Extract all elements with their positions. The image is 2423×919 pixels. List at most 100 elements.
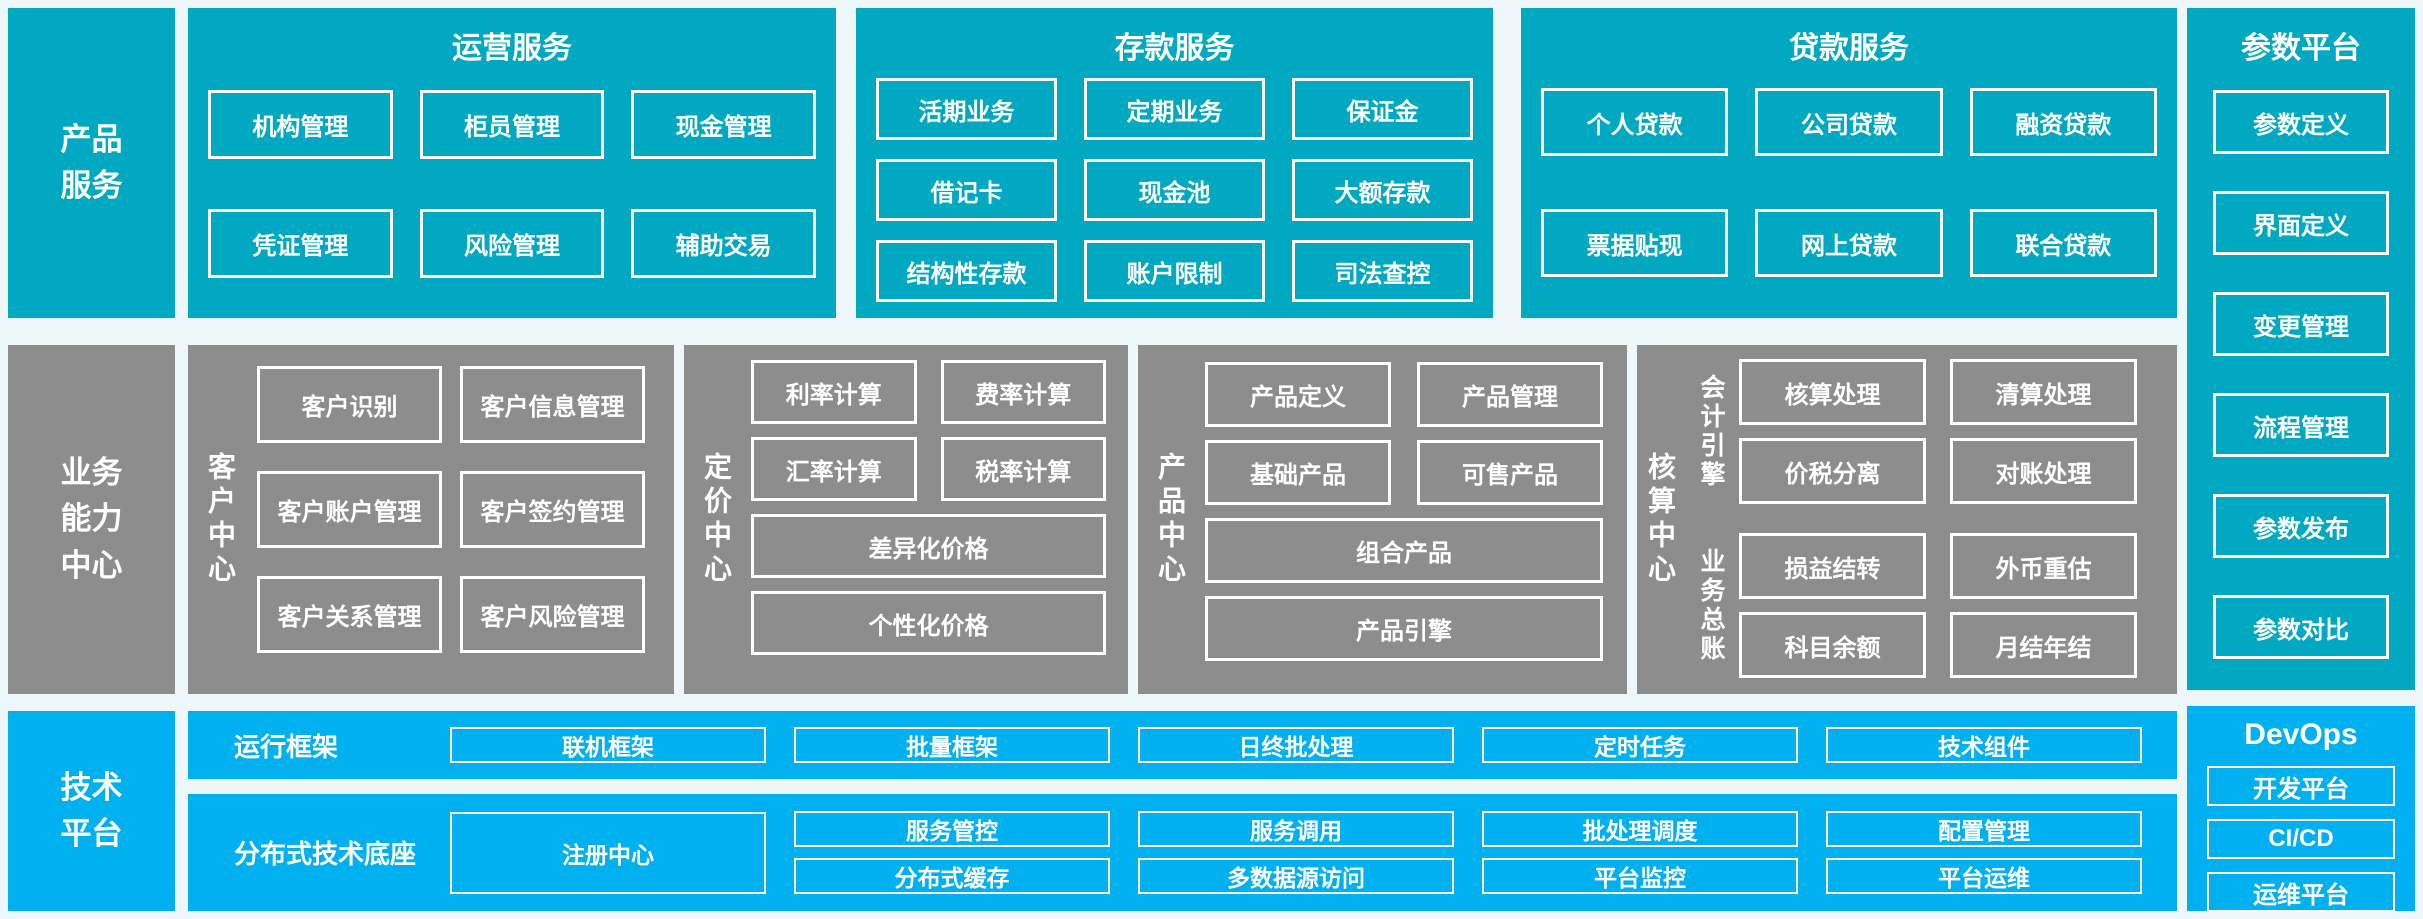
deposit-box: 借记卡 — [876, 159, 1057, 221]
loan-box-grid: 个人贷款 公司贷款 融资贷款 票据贴现 网上贷款 联合贷款 — [1521, 88, 2177, 277]
pricing-box-grid: 利率计算 费率计算 汇率计算 税率计算 差异化价格 个性化价格 — [748, 345, 1128, 694]
accounting-box: 核算处理 — [1739, 359, 1926, 425]
distributed-box-grid: 服务管控 服务调用 批处理调度 配置管理 分布式缓存 多数据源访问 平台监控 平… — [794, 811, 2142, 894]
deposit-box: 司法查控 — [1292, 240, 1473, 302]
customer-box: 客户风险管理 — [460, 576, 645, 653]
accounting-groups: 会计引擎 核算处理 清算处理 价税分离 对账处理 业务总账 损益结转 外币重估 … — [1683, 345, 2177, 694]
business-capability-side-label: 业务 能力 中心 — [8, 345, 175, 694]
runtime-box: 日终批处理 — [1138, 727, 1454, 763]
pricing-wide-box: 差异化价格 — [751, 514, 1106, 578]
accounting-box: 外币重估 — [1950, 533, 2137, 599]
deposit-box: 现金池 — [1084, 159, 1265, 221]
loan-box: 联合贷款 — [1969, 209, 2157, 277]
runtime-box: 技术组件 — [1826, 727, 2142, 763]
operations-box: 现金管理 — [631, 90, 816, 159]
accounting-box: 对账处理 — [1950, 438, 2137, 504]
runtime-framework-panel: 运行框架 联机框架 批量框架 日终批处理 定时任务 技术组件 — [188, 711, 2177, 779]
deposit-box: 大额存款 — [1292, 159, 1473, 221]
distributed-box: 服务调用 — [1138, 811, 1454, 847]
devops-title: DevOps — [2244, 718, 2358, 751]
product-box: 可售产品 — [1417, 440, 1603, 505]
loan-box: 网上贷款 — [1755, 209, 1943, 277]
product-center-label: 产品中心 — [1155, 451, 1186, 588]
loan-box: 个人贷款 — [1541, 88, 1729, 156]
parameter-box: 参数定义 — [2213, 90, 2389, 154]
operations-box: 机构管理 — [208, 90, 393, 159]
accounting-box: 损益结转 — [1739, 533, 1926, 599]
parameter-platform-panel: 参数平台 参数定义 界面定义 变更管理 流程管理 参数发布 参数对比 — [2187, 8, 2415, 690]
customer-box: 客户关系管理 — [257, 576, 442, 653]
pricing-box: 汇率计算 — [751, 437, 917, 501]
parameter-platform-title: 参数平台 — [2241, 32, 2361, 65]
pricing-box: 利率计算 — [751, 360, 917, 424]
runtime-box: 定时任务 — [1482, 727, 1798, 763]
distributed-box: 批处理调度 — [1482, 811, 1798, 847]
loan-box: 票据贴现 — [1541, 209, 1729, 277]
runtime-box-row: 联机框架 批量框架 日终批处理 定时任务 技术组件 — [450, 727, 2142, 763]
parameter-box-stack: 参数定义 界面定义 变更管理 流程管理 参数发布 参数对比 — [2187, 68, 2415, 659]
accounting-center-label: 核算中心 — [1645, 451, 1676, 588]
distributed-base-label: 分布式技术底座 — [234, 839, 417, 869]
parameter-box: 流程管理 — [2213, 393, 2389, 457]
loan-box: 融资贷款 — [1969, 88, 2157, 156]
deposit-services-panel: 存款服务 活期业务 定期业务 保证金 借记卡 现金池 大额存款 结构性存款 账户… — [856, 8, 1493, 318]
distributed-box: 平台监控 — [1482, 858, 1798, 894]
customer-center-panel: 客户中心 客户识别 客户信息管理 客户账户管理 客户签约管理 客户关系管理 客户… — [188, 345, 674, 694]
devops-box-stack: 开发平台 CI/CD 运维平台 — [2187, 754, 2415, 912]
runtime-box: 联机框架 — [450, 727, 766, 763]
operations-services-panel: 运营服务 机构管理 柜员管理 现金管理 凭证管理 风险管理 辅助交易 — [188, 8, 836, 318]
product-services-side-label: 产品 服务 — [8, 8, 175, 318]
pricing-wide-box: 个性化价格 — [751, 591, 1106, 655]
parameter-box: 参数发布 — [2213, 494, 2389, 558]
loan-services-title: 贷款服务 — [1789, 32, 1909, 65]
accounting-engine-group: 会计引擎 核算处理 清算处理 价税分离 对账处理 — [1683, 359, 2137, 504]
operations-box: 辅助交易 — [631, 209, 816, 278]
customer-center-label: 客户中心 — [205, 451, 236, 588]
operations-services-title: 运营服务 — [452, 32, 572, 65]
devops-box: CI/CD — [2207, 819, 2395, 859]
customer-box: 客户账户管理 — [257, 471, 442, 548]
pricing-box: 税率计算 — [940, 437, 1106, 501]
devops-box: 开发平台 — [2207, 766, 2395, 806]
operations-box: 凭证管理 — [208, 209, 393, 278]
devops-panel: DevOps 开发平台 CI/CD 运维平台 — [2187, 706, 2415, 912]
business-ledger-grid: 损益结转 外币重估 科目余额 月结年结 — [1739, 533, 2137, 678]
accounting-engine-grid: 核算处理 清算处理 价税分离 对账处理 — [1739, 359, 2137, 504]
customer-box-grid: 客户识别 客户信息管理 客户账户管理 客户签约管理 客户关系管理 客户风险管理 — [252, 345, 674, 694]
loan-box: 公司贷款 — [1755, 88, 1943, 156]
product-center-panel: 产品中心 产品定义 产品管理 基础产品 可售产品 组合产品 产品引擎 — [1138, 345, 1627, 694]
devops-box: 运维平台 — [2207, 872, 2395, 912]
accounting-box: 月结年结 — [1950, 612, 2137, 678]
business-ledger-label: 业务总账 — [1697, 547, 1725, 664]
business-ledger-group: 业务总账 损益结转 外币重估 科目余额 月结年结 — [1683, 533, 2137, 678]
pricing-box: 费率计算 — [940, 360, 1106, 424]
pricing-center-label: 定价中心 — [701, 451, 732, 588]
distributed-box: 服务管控 — [794, 811, 1110, 847]
customer-box: 客户识别 — [257, 366, 442, 443]
accounting-box: 价税分离 — [1739, 438, 1926, 504]
parameter-box: 变更管理 — [2213, 292, 2389, 356]
accounting-center-panel: 核算中心 会计引擎 核算处理 清算处理 价税分离 对账处理 业务总账 损益结转 … — [1637, 345, 2177, 694]
parameter-box: 参数对比 — [2213, 595, 2389, 659]
accounting-engine-label: 会计引擎 — [1697, 373, 1725, 490]
distributed-box: 多数据源访问 — [1138, 858, 1454, 894]
deposit-box: 结构性存款 — [876, 240, 1057, 302]
registry-center-box: 注册中心 — [450, 811, 766, 894]
technology-platform-side-label: 技术 平台 — [8, 711, 175, 911]
deposit-box: 定期业务 — [1084, 78, 1265, 140]
runtime-framework-label: 运行框架 — [234, 731, 339, 762]
deposit-box-grid: 活期业务 定期业务 保证金 借记卡 现金池 大额存款 结构性存款 账户限制 司法… — [856, 78, 1493, 302]
distributed-box: 配置管理 — [1826, 811, 2142, 847]
accounting-box: 清算处理 — [1950, 359, 2137, 425]
operations-box: 风险管理 — [419, 209, 605, 278]
product-box: 基础产品 — [1205, 440, 1391, 505]
deposit-box: 账户限制 — [1084, 240, 1265, 302]
operations-box: 柜员管理 — [419, 90, 605, 159]
customer-box: 客户信息管理 — [460, 366, 645, 443]
accounting-box: 科目余额 — [1739, 612, 1926, 678]
product-wide-box: 产品引擎 — [1205, 596, 1603, 661]
product-box-grid: 产品定义 产品管理 基础产品 可售产品 组合产品 产品引擎 — [1202, 345, 1627, 694]
distributed-box: 平台运维 — [1826, 858, 2142, 894]
loan-services-panel: 贷款服务 个人贷款 公司贷款 融资贷款 票据贴现 网上贷款 联合贷款 — [1521, 8, 2177, 318]
